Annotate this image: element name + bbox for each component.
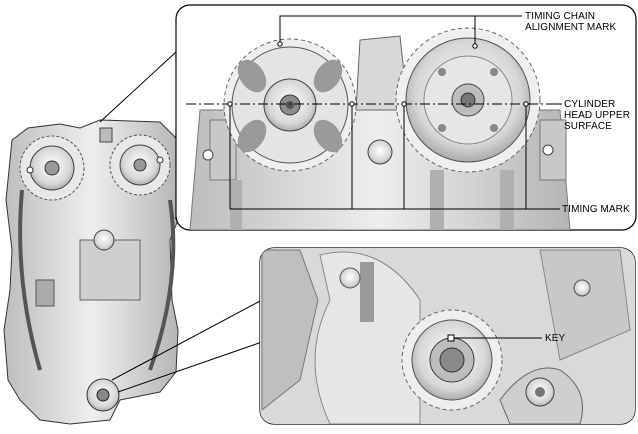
- leader-top-upper: [99, 51, 177, 123]
- label-line-1: KEY: [545, 333, 566, 344]
- head-bolt: [367, 139, 393, 165]
- intake-camshaft-sprocket: [395, 27, 541, 173]
- label-line-1: TIMING CHAIN: [525, 11, 596, 22]
- label-line-1: CYLINDER: [564, 99, 616, 110]
- top-detail-panel: [175, 4, 637, 231]
- right-camshaft-sprocket: [109, 134, 171, 196]
- label-cylinder-head-upper-surface: CYLINDER HEAD UPPER SURFACE: [564, 99, 630, 132]
- left-camshaft-sprocket: [19, 135, 85, 201]
- timing-mark-leaders: [227, 101, 560, 210]
- label-line-1: TIMING MARK: [562, 204, 630, 215]
- crankshaft-sprocket: [86, 378, 120, 412]
- label-line-2: HEAD UPPER: [564, 110, 631, 121]
- chain-guide-right: [148, 199, 176, 371]
- bottom-detail-panel: [259, 247, 636, 425]
- leader-bottom-lower: [117, 341, 263, 393]
- crankshaft-sprocket-detail: [401, 309, 503, 411]
- alignment-mark-leader: [277, 15, 522, 49]
- label-line-2: ALIGNMENT MARK: [525, 22, 617, 33]
- engine-overview: [3, 119, 181, 425]
- label-line-3: SURFACE: [564, 121, 612, 132]
- crankshaft-key: [447, 334, 455, 342]
- label-key: KEY: [545, 333, 565, 344]
- idler-pulley: [93, 229, 115, 251]
- block-bracket: [35, 279, 55, 307]
- leader-bottom-upper: [111, 299, 263, 381]
- label-timing-mark: TIMING MARK: [562, 204, 630, 215]
- exhaust-camshaft-sprocket: [223, 38, 357, 172]
- oil-pump-housing: [314, 251, 421, 424]
- chain-guide-left: [18, 189, 42, 371]
- block-housing: [79, 239, 141, 301]
- label-timing-chain-alignment-mark: TIMING CHAIN ALIGNMENT MARK: [525, 11, 616, 33]
